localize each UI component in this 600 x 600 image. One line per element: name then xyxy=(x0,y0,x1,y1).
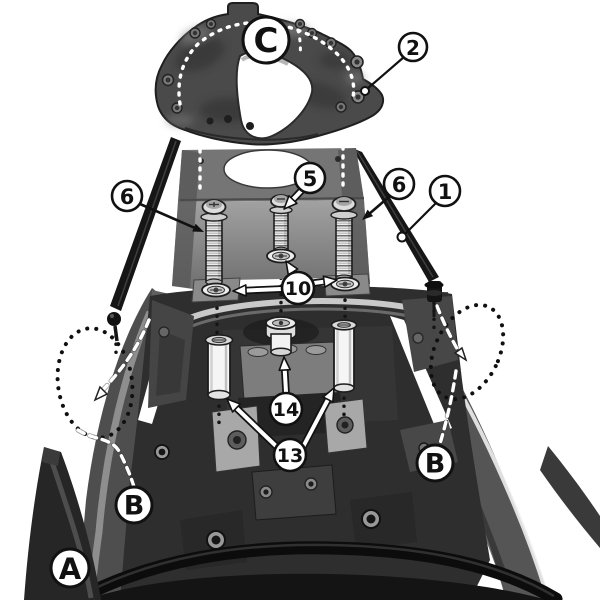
plate-center-hole xyxy=(235,50,314,140)
rubber-washers xyxy=(201,248,360,298)
callout-label-6-left: 6 xyxy=(120,185,135,209)
frame-side-plates xyxy=(148,296,458,408)
plate-skirt-line xyxy=(184,127,319,141)
callout-B-right: B xyxy=(415,443,455,483)
callout-1: 1 xyxy=(396,174,462,243)
callout-A: A xyxy=(49,547,91,589)
fit-guides xyxy=(55,260,506,490)
callout-label-14: 14 xyxy=(273,399,299,421)
side-strut-right xyxy=(352,148,444,317)
seat-edge-highlight xyxy=(79,543,555,598)
strut-rubber-buffer xyxy=(424,281,444,302)
strut-ball-end xyxy=(107,312,121,326)
callout-label-B-right: B xyxy=(425,449,446,480)
callout-5: 5 xyxy=(283,161,327,210)
callout-label-6-right: 6 xyxy=(392,173,407,197)
mounting-plate xyxy=(154,2,385,146)
callout-label-2: 2 xyxy=(406,36,420,60)
callout-label-1: 1 xyxy=(438,180,453,204)
plate-outline-dotted-2 xyxy=(296,28,302,57)
frame-arc-shadow xyxy=(191,307,419,328)
callout-2: 2 xyxy=(360,31,429,96)
callout-10: 10 xyxy=(232,260,338,306)
callout-6-left: 6 xyxy=(110,179,204,232)
callout-label-5: 5 xyxy=(303,167,318,191)
long-screw-left xyxy=(200,199,228,286)
center-bushing xyxy=(265,316,297,357)
seat-edge-tube xyxy=(71,541,563,600)
rubber-washer-left xyxy=(201,282,231,298)
rear-fairing-edge-right xyxy=(540,446,600,548)
routing-arrowhead-right xyxy=(453,346,468,362)
gap-right xyxy=(390,316,452,434)
side-strut-left xyxy=(107,137,181,342)
callout-6-right: 6 xyxy=(362,167,416,220)
rubber-washer-right xyxy=(330,276,360,292)
callout-B-left: B xyxy=(114,485,154,525)
callout-label-A: A xyxy=(59,552,82,586)
routing-dashes-left xyxy=(75,317,152,490)
routing-dashes-right xyxy=(434,303,468,450)
zinc-bracket-right xyxy=(323,398,368,454)
short-screw-middle xyxy=(269,194,293,254)
callout-label-13: 13 xyxy=(277,445,303,467)
callout-13: 13 xyxy=(226,387,335,473)
bracket-alignment-dashes xyxy=(198,145,345,194)
seat-cushion xyxy=(86,573,548,600)
routing-arrowhead-left xyxy=(93,385,109,402)
callout-14: 14 xyxy=(268,356,304,427)
spacer-bushing-right xyxy=(330,319,358,393)
fit-area-ellipse-right xyxy=(428,302,506,402)
spacer-bushing-left xyxy=(204,334,234,401)
callout-label-C: C xyxy=(254,21,279,61)
rubber-washer-middle xyxy=(266,248,296,264)
callout-label-10: 10 xyxy=(285,278,311,300)
callout-label-B-left: B xyxy=(124,491,145,522)
callout-C: C xyxy=(241,15,291,65)
